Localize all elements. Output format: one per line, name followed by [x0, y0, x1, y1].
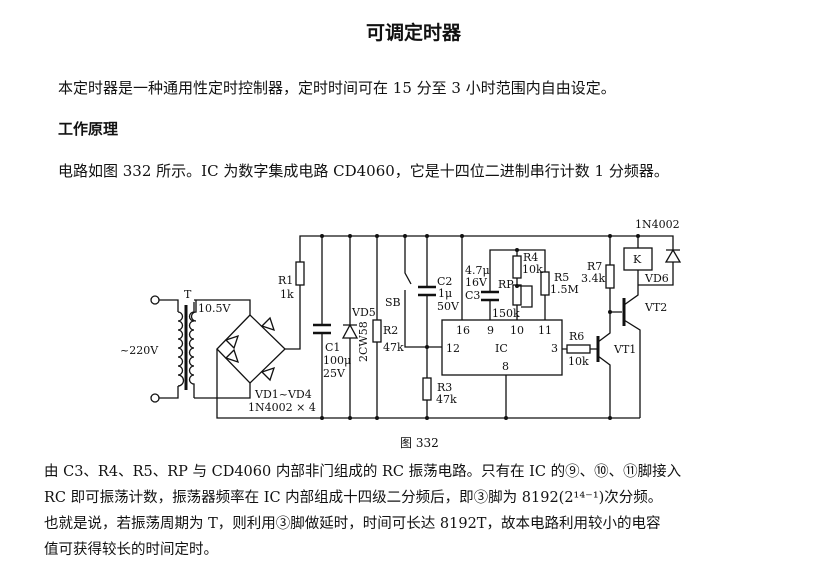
label-r3: R3	[437, 381, 452, 394]
label-r4: R4	[523, 251, 538, 264]
circuit-description: 电路如图 332 所示。IC 为数字集成电路 CD4060，它是十四位二进制串行…	[58, 162, 669, 180]
label-pin12: 12	[446, 342, 460, 355]
label-rp-val: 150k	[492, 307, 520, 320]
resistor-r7	[605, 264, 615, 289]
capacitor-c2	[418, 285, 436, 297]
label-r2: R2	[383, 324, 398, 337]
label-vt2: VT2	[644, 301, 667, 314]
page-title: 可调定时器	[365, 22, 461, 44]
label-vd6: VD6	[644, 272, 669, 285]
resistor-r1	[295, 261, 305, 286]
label-r7: R7	[587, 260, 602, 273]
label-r5-val: 1.5M	[550, 283, 579, 296]
ic-cd4060	[441, 319, 563, 376]
body-line: 由 C3、R4、R5、RP 与 CD4060 内部非门组成的 RC 振荡电路。只…	[44, 464, 682, 480]
label-pin3: 3	[551, 342, 558, 355]
label-ic: IC	[495, 342, 508, 355]
label-c3: C3	[465, 289, 480, 302]
label-mains: ~220V	[120, 344, 159, 357]
label-c1-voltage: 25V	[323, 367, 346, 380]
switch-sb	[404, 236, 442, 348]
label-vd6-type: 1N4002	[635, 218, 680, 231]
ground-rail	[216, 349, 640, 419]
resistor-r3	[422, 377, 432, 401]
label-sb: SB	[385, 296, 401, 309]
label-vt1: VT1	[613, 343, 636, 356]
positive-rail	[285, 235, 640, 350]
label-r7-val: 3.4k	[581, 272, 605, 285]
capacitor-c1	[313, 323, 331, 335]
transformer-primary	[177, 311, 185, 387]
label-secondary: 10.5V	[198, 302, 231, 315]
figure-caption: 图 332	[400, 436, 439, 450]
label-r4-val: 10k	[522, 263, 543, 276]
input-terminal	[150, 393, 160, 403]
label-c3-val: 4.7μ	[465, 264, 490, 277]
intro-paragraph: 本定时器是一种通用性定时控制器，定时时间可在 15 分至 3 小时范围内自由设定…	[58, 79, 616, 97]
label-pin9: 9	[487, 324, 494, 337]
body-line: RC 即可振荡计数，振荡器频率在 IC 内部组成十四级二分频后，即③脚为 819…	[44, 490, 663, 506]
label-c2-val: 1μ	[438, 287, 452, 300]
label-relay: K	[633, 253, 642, 266]
resistor-r5	[540, 271, 550, 296]
diode-vd6	[664, 248, 682, 263]
label-pin16: 16	[456, 324, 470, 337]
label-rp: RP	[498, 278, 514, 291]
label-bridge-type: 1N4002 × 4	[248, 401, 316, 414]
relay-k	[623, 247, 653, 271]
section-heading: 工作原理	[58, 120, 119, 138]
label-r5: R5	[554, 271, 569, 284]
label-r2-val: 47k	[383, 341, 404, 354]
label-c2-voltage: 50V	[437, 300, 460, 313]
label-c2: C2	[437, 275, 452, 288]
label-r1: R1	[278, 274, 293, 287]
label-vd5-type: 2CW58	[357, 321, 370, 362]
label-pin10: 10	[510, 324, 524, 337]
resistor-r4	[512, 255, 522, 279]
resistor-r2	[372, 319, 382, 343]
label-r6: R6	[569, 330, 584, 343]
label-vd5: VD5	[351, 306, 376, 319]
input-terminal	[150, 295, 160, 305]
label-r3-val: 47k	[436, 393, 457, 406]
label-r6-val: 10k	[568, 355, 589, 368]
transformer-secondary	[188, 302, 195, 398]
label-c1-val: 100μ	[323, 354, 351, 367]
capacitor-c3	[481, 290, 499, 302]
label-pin11: 11	[538, 324, 552, 337]
label-transformer: T	[184, 288, 192, 301]
body-line: 也就是说，若振荡周期为 T，则利用③脚做延时，时间可长达 8192T，故本电路利…	[44, 516, 661, 532]
label-r1-val: 1k	[280, 288, 294, 301]
label-pin8: 8	[502, 360, 509, 373]
body-line: 值可获得较长的时间定时。	[44, 542, 218, 558]
label-c3-voltage: 16V	[465, 276, 488, 289]
resistor-r6	[566, 344, 591, 354]
zener-vd5	[341, 323, 359, 339]
label-bridge: VD1~VD4	[254, 388, 312, 401]
label-c1: C1	[325, 341, 340, 354]
bridge-rectifier	[216, 314, 286, 384]
